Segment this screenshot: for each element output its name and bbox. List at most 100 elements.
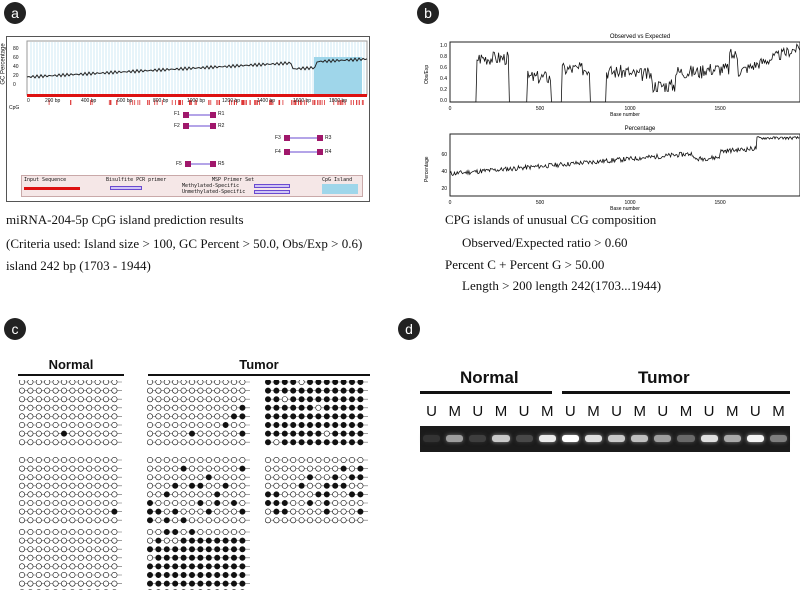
unmethylated-cpg bbox=[239, 482, 246, 489]
unmethylated-cpg bbox=[147, 387, 154, 394]
unmethylated-cpg bbox=[44, 465, 51, 472]
methylated-cpg bbox=[172, 563, 179, 570]
unmethylated-cpg bbox=[239, 439, 246, 446]
unmethylated-cpg bbox=[189, 380, 195, 385]
methylated-cpg bbox=[315, 387, 322, 394]
unmethylated-cpg bbox=[323, 430, 330, 437]
unmethylated-cpg bbox=[27, 563, 34, 570]
gel-band bbox=[538, 435, 556, 442]
methylated-cpg bbox=[231, 580, 238, 587]
unmethylated-cpg bbox=[69, 387, 76, 394]
methylated-cpg bbox=[163, 529, 170, 536]
unmethylated-cpg bbox=[147, 554, 154, 561]
methylated-cpg bbox=[231, 500, 238, 507]
unmethylated-cpg bbox=[86, 396, 93, 403]
unmethylated-cpg bbox=[239, 500, 246, 507]
unmethylated-cpg bbox=[77, 413, 84, 420]
unmethylated-cpg bbox=[94, 387, 101, 394]
methylated-cpg bbox=[264, 439, 271, 446]
methylated-cpg bbox=[205, 563, 212, 570]
unmethylated-cpg bbox=[94, 421, 101, 428]
unmethylated-cpg bbox=[172, 380, 179, 385]
unmethylated-cpg bbox=[298, 517, 305, 524]
methylated-cpg bbox=[214, 500, 221, 507]
methylated-cpg bbox=[332, 439, 339, 446]
unmethylated-cpg bbox=[19, 380, 25, 385]
methylated-cpg bbox=[298, 430, 305, 437]
unmethylated-cpg bbox=[281, 517, 288, 524]
unmethylated-cpg bbox=[18, 517, 25, 524]
methylated-cpg bbox=[155, 546, 162, 553]
unmethylated-cpg bbox=[69, 500, 76, 507]
unmethylated-cpg bbox=[214, 439, 221, 446]
unmethylated-cpg bbox=[18, 482, 25, 489]
x-tick: 600 bp bbox=[117, 98, 133, 104]
methylated-cpg bbox=[239, 465, 246, 472]
unmethylated-cpg bbox=[27, 430, 34, 437]
lane-label-u: U bbox=[472, 403, 484, 420]
unmethylated-cpg bbox=[147, 465, 154, 472]
legend-cpg-island: CpG Island bbox=[322, 177, 353, 183]
methylated-cpg bbox=[281, 413, 288, 420]
unmethylated-cpg bbox=[44, 421, 51, 428]
lane-label-u: U bbox=[657, 403, 669, 420]
methylated-cpg bbox=[298, 482, 305, 489]
unmethylated-cpg bbox=[77, 465, 84, 472]
unmethylated-cpg bbox=[197, 465, 204, 472]
unmethylated-cpg bbox=[69, 572, 76, 579]
methylated-cpg bbox=[111, 508, 118, 515]
unmethylated-cpg bbox=[189, 474, 196, 481]
panel-label-d: d bbox=[398, 318, 420, 340]
unmethylated-cpg bbox=[205, 430, 212, 437]
unmethylated-cpg bbox=[52, 413, 59, 420]
unmethylated-cpg bbox=[155, 380, 162, 385]
y-tick-label: 40 bbox=[441, 169, 447, 175]
methylated-cpg bbox=[298, 404, 305, 411]
unmethylated-cpg bbox=[35, 380, 42, 385]
methylated-cpg bbox=[306, 396, 313, 403]
unmethylated-cpg bbox=[155, 396, 162, 403]
unmethylated-cpg bbox=[77, 580, 84, 587]
unmethylated-cpg bbox=[180, 413, 187, 420]
methylated-cpg bbox=[239, 413, 246, 420]
unmethylated-cpg bbox=[214, 421, 221, 428]
unmethylated-cpg bbox=[315, 482, 322, 489]
methylated-cpg bbox=[231, 589, 237, 590]
legend-methylated: Methylated-Specific bbox=[182, 183, 240, 189]
unmethylated-cpg bbox=[27, 380, 34, 385]
unmethylated-cpg bbox=[172, 421, 179, 428]
unmethylated-cpg bbox=[103, 508, 110, 515]
unmethylated-cpg bbox=[35, 572, 42, 579]
x-tick: 1000 bp bbox=[187, 98, 206, 104]
unmethylated-cpg bbox=[231, 474, 238, 481]
unmethylated-cpg bbox=[44, 457, 51, 464]
unmethylated-cpg bbox=[69, 430, 76, 437]
unmethylated-cpg bbox=[172, 404, 179, 411]
methylated-cpg bbox=[357, 380, 364, 385]
unmethylated-cpg bbox=[60, 500, 67, 507]
x-tick-labels: 0 200 bp 400 bp 600 bp 800 bp 1000 bp 12… bbox=[27, 98, 367, 106]
unmethylated-cpg bbox=[189, 491, 196, 498]
unmethylated-cpg bbox=[214, 413, 221, 420]
unmethylated-cpg bbox=[197, 474, 204, 481]
methylated-cpg bbox=[340, 413, 347, 420]
methylated-cpg bbox=[348, 430, 355, 437]
methylated-cpg bbox=[239, 572, 246, 579]
unmethylated-cpg bbox=[77, 457, 84, 464]
panel-b-caption-1: CPG islands of unusual CG composition bbox=[445, 212, 657, 227]
unmethylated-cpg bbox=[222, 508, 229, 515]
methylated-cpg bbox=[180, 517, 187, 524]
unmethylated-cpg bbox=[69, 491, 76, 498]
methylated-cpg bbox=[172, 546, 179, 553]
methylated-cpg bbox=[306, 474, 313, 481]
methylated-cpg bbox=[222, 537, 229, 544]
unmethylated-cpg bbox=[163, 430, 170, 437]
unmethylated-cpg bbox=[77, 474, 84, 481]
methylated-cpg bbox=[155, 580, 162, 587]
unmethylated-cpg bbox=[205, 517, 212, 524]
unmethylated-cpg bbox=[172, 439, 179, 446]
unmethylated-cpg bbox=[44, 430, 51, 437]
unmethylated-cpg bbox=[205, 387, 212, 394]
methylated-cpg bbox=[147, 572, 154, 579]
